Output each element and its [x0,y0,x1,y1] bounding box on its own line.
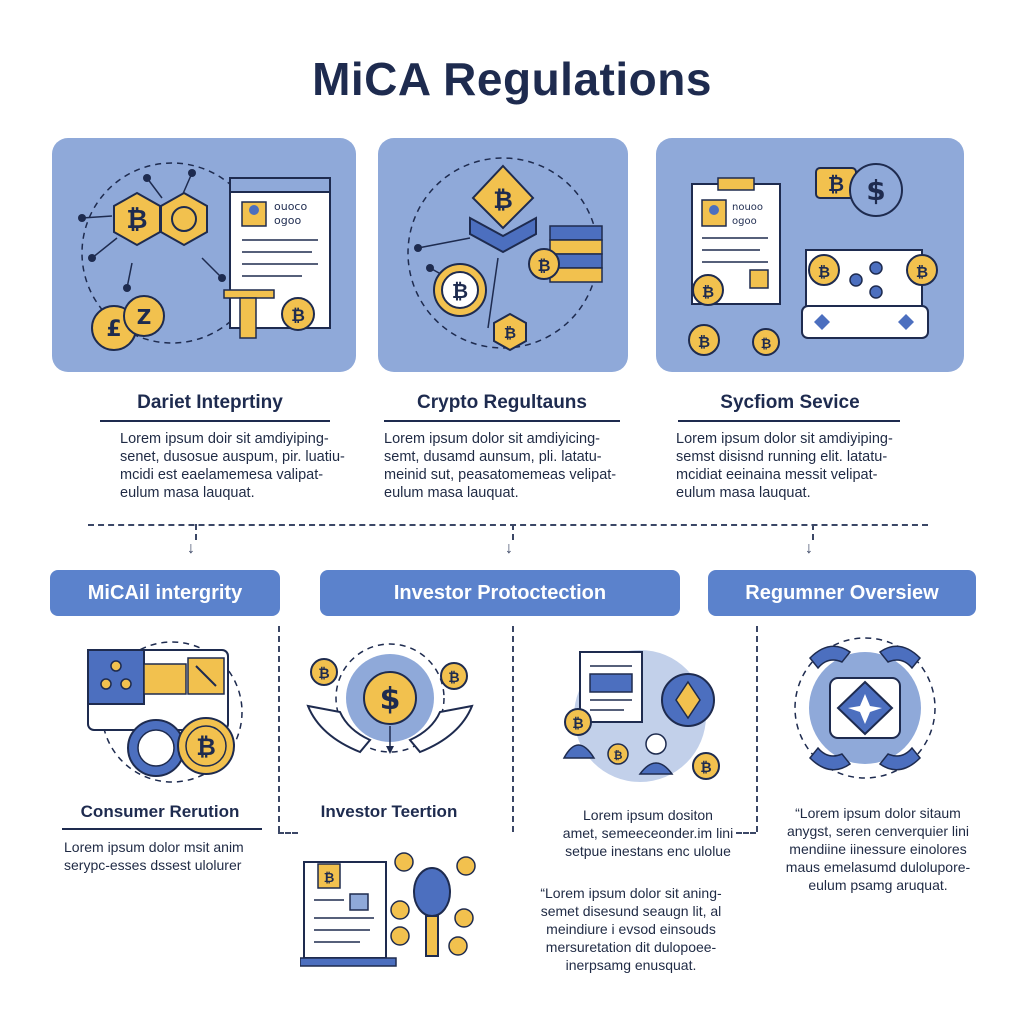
svg-text:₿: ₿ [126,205,147,235]
divider [62,828,262,830]
section-body-middle: Lorem ipsum dositon amet, semeeceonder.i… [562,807,734,859]
svg-text:£: £ [106,317,121,342]
bitcoin-hexagon-icon: ₿ [113,191,208,247]
svg-text:nouoo: nouoo [732,202,763,213]
coin-icon: £ Z [91,295,165,351]
svg-text:₿: ₿ [318,666,329,682]
svg-text:ogoo: ogoo [274,214,301,227]
svg-text:$: $ [866,174,885,207]
section-body-right: “Lorem ipsum dolor sitaum anygst, seren … [785,805,971,893]
arrow-down-icon: ↓ [187,540,195,557]
section-heading-consumer: Consumer Rerution [80,802,240,821]
magnifier-icon: ₿ [300,852,480,972]
svg-text:₿: ₿ [700,760,711,776]
section-frame [756,626,758,832]
card-heading-system-service: Sycfiom Sevice [720,392,860,413]
section-body-consumer: Lorem ipsum dolor msit anim serypc-esses… [64,839,244,873]
card-body-data-integrity: Lorem ipsum doir sit amdiyiping- senet, … [120,431,345,501]
document-icon: ouoco ogoo [223,177,331,339]
section-frame [278,626,280,832]
card-heading-data-integrity: Dariet Inteprtiny [137,392,283,413]
card-body-system-service: Lorem ipsum dolor sit amdiyiping- semst … [676,431,893,501]
svg-text:₿: ₿ [196,733,216,761]
card-crypto-regulations: ₿ ₿ ₿ ₿ [378,138,628,372]
svg-text:₿: ₿ [818,263,830,281]
svg-text:ogoo: ogoo [732,216,757,227]
svg-text:₿: ₿ [493,186,513,214]
svg-text:₿: ₿ [702,283,714,301]
consumer-dashboard-icon: ₿ [82,640,252,790]
svg-text:₿: ₿ [761,337,772,352]
section-frame [736,832,756,834]
ethereum-icon: ₿ [469,164,537,254]
section-body-bottom: “Lorem ipsum dolor sit aning- semet dise… [540,885,722,973]
svg-text:$: $ [380,682,401,717]
virus-coin-icon: ₿ [281,297,315,331]
svg-text:₿: ₿ [504,324,516,342]
svg-text:₿: ₿ [537,256,550,275]
svg-text:₿: ₿ [614,749,623,762]
handshake-hands-icon: $ ₿ ₿ [300,640,480,780]
divider [678,420,900,422]
document-people-icon: ₿ ₿ ₿ [540,640,730,790]
connector-line [195,524,197,540]
svg-text:₿: ₿ [572,716,583,732]
dollar-coin-icon: ₿ $ [815,163,903,217]
connector-line [88,524,928,526]
svg-text:₿: ₿ [698,333,710,351]
blockchain-document-illustration: ₿ ouoco ogoo £ Z ₿ [78,162,331,351]
pill-investor-protection: Investor Protoctection [320,570,680,616]
arrow-down-icon: ↓ [505,540,513,557]
pill-regulatory-oversight: Regumner Oversiew [708,570,976,616]
svg-text:₿: ₿ [448,670,459,686]
svg-text:₿: ₿ [291,306,305,326]
page-title: MiCA Regulations [312,53,712,105]
svg-text:₿: ₿ [916,263,928,281]
card-heading-crypto-regulations: Crypto Regultauns [417,392,587,413]
card-body-crypto-regulations: Lorem ipsum dolor sit amdiyicing- semt, … [384,431,617,501]
divider [100,420,330,422]
svg-text:₿: ₿ [452,279,468,303]
connector-line [512,524,514,540]
section-frame [512,626,514,832]
shield-hands-icon [790,628,940,788]
card-data-integrity: ₿ ouoco ogoo £ Z ₿ [52,138,356,372]
divider [384,420,620,422]
server-icon [549,225,603,283]
section-heading-investor: Investor Teertion [320,802,458,821]
clipboard-icon: nouoo ogoo [691,177,781,305]
connector-line [812,524,814,540]
section-frame [278,832,298,834]
pill-mica-integrity: MiCAil intergrity [50,570,280,616]
svg-text:Z: Z [137,305,152,329]
svg-text:ouoco: ouoco [274,200,307,213]
card-system-service: nouoo ogoo ₿ $ ₿ ₿ ₿ ₿ ₿ [656,138,964,372]
arrow-down-icon: ↓ [805,540,813,557]
svg-text:₿: ₿ [828,172,844,196]
svg-text:₿: ₿ [324,871,335,886]
crypto-network-illustration: ₿ ₿ ₿ ₿ [407,157,603,352]
service-laptop-illustration: nouoo ogoo ₿ $ ₿ ₿ ₿ ₿ ₿ [688,163,938,356]
